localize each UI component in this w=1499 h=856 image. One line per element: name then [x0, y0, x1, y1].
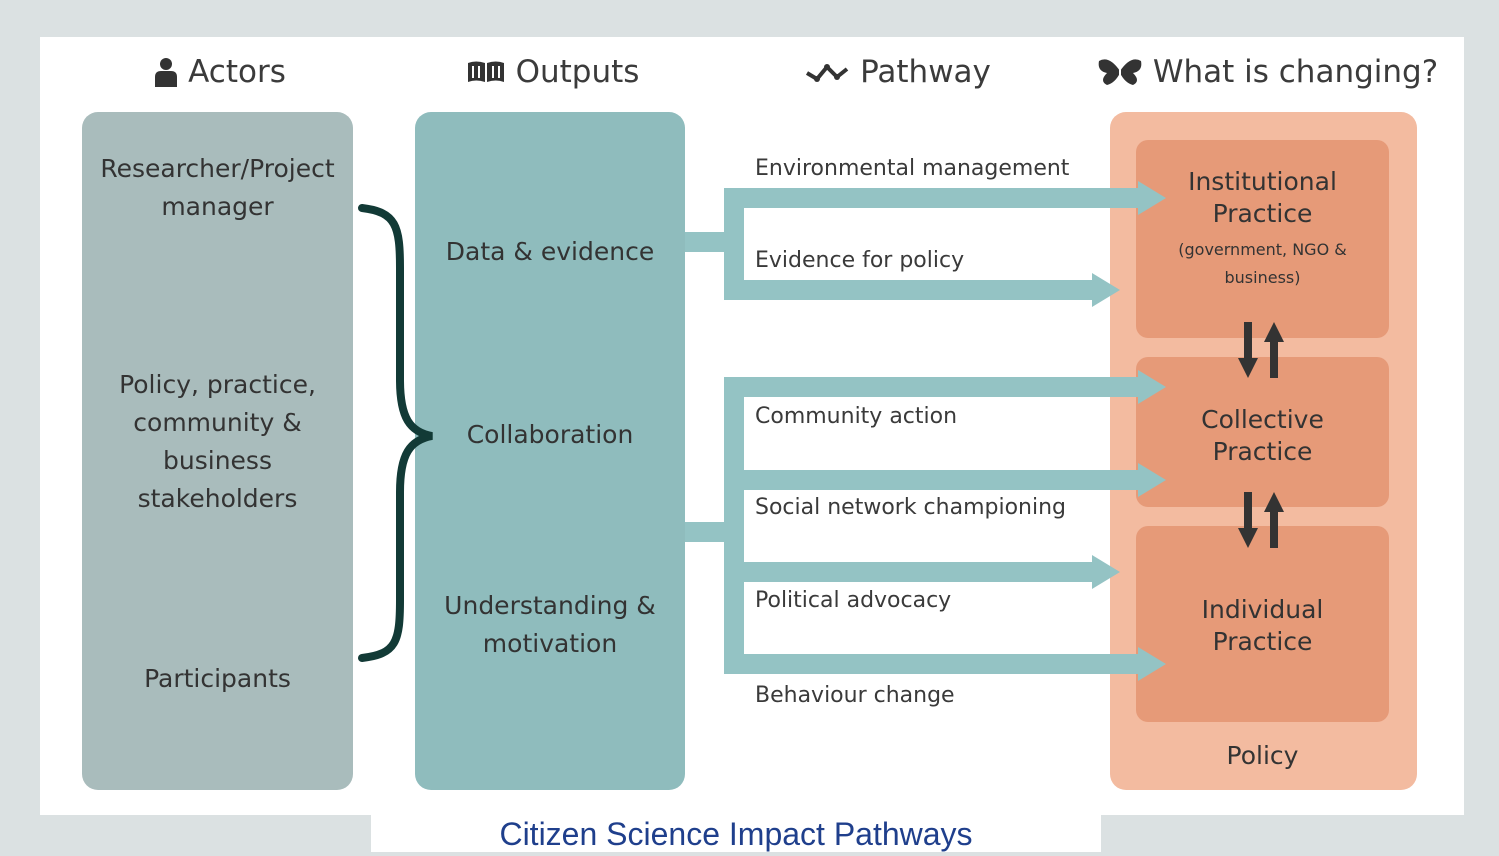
butterfly-icon [1097, 57, 1143, 87]
arrowhead-behaviour [1138, 647, 1166, 681]
shaft-political [724, 562, 1096, 582]
pathway-behaviour: Behaviour change [755, 683, 955, 708]
actor-participants: Participants [144, 664, 291, 693]
individual-practice-title: Individual Practice [1201, 595, 1324, 656]
actors-brace [358, 204, 433, 662]
arrowhead-environmental [1138, 181, 1166, 215]
outputs-box [415, 112, 685, 790]
arrowhead-social [1138, 463, 1166, 497]
arrowhead-evidence [1092, 273, 1120, 307]
connector-data [685, 232, 729, 252]
actor-stakeholders: Policy, practice, community & business s… [119, 370, 316, 513]
pathway-political: Political advocacy [755, 588, 952, 613]
shaft-behaviour [724, 654, 1144, 674]
output-understanding-motivation: Understanding & motivation [444, 591, 656, 658]
exchange-arrows-lower [1238, 492, 1284, 548]
institutional-practice-box [1136, 140, 1389, 338]
institutional-practice-title: Institutional Practice [1188, 167, 1337, 228]
institutional-practice-subtitle: (government, NGO & business) [1178, 240, 1347, 287]
actor-researcher: Researcher/Project manager [100, 154, 335, 221]
arrowhead-political [1092, 555, 1120, 589]
output-collaboration: Collaboration [466, 420, 634, 449]
pathway-community: Community action [755, 404, 958, 429]
trunk-lower [724, 377, 744, 674]
shaft-environmental [724, 188, 1144, 208]
pathway-evidence: Evidence for policy [755, 248, 965, 273]
shaft-social [724, 470, 1144, 490]
arrowhead-community [1138, 370, 1166, 404]
collective-practice-box [1136, 357, 1389, 507]
policy-label: Policy [1226, 741, 1299, 770]
header-actors-label: Actors [188, 54, 286, 90]
exchange-arrows-upper [1238, 322, 1284, 378]
header-outputs: Outputs [455, 50, 650, 94]
open-book-icon [466, 60, 506, 84]
pathway-social: Social network championing [755, 495, 1067, 520]
collective-practice-title: Collective Practice [1201, 405, 1324, 466]
header-actors: Actors [140, 50, 300, 94]
header-pathway-label: Pathway [860, 54, 991, 90]
output-data-evidence: Data & evidence [445, 237, 655, 266]
header-changing-label: What is changing? [1152, 54, 1439, 90]
shaft-community [724, 377, 1144, 397]
header-outputs-label: Outputs [515, 54, 640, 90]
caption: Citizen Science Impact Pathways [371, 812, 1101, 852]
header-pathway: Pathway [790, 50, 1005, 94]
actors-box [82, 112, 353, 790]
connector-lower [685, 522, 729, 542]
trunk-upper [724, 188, 744, 300]
pathway-environmental: Environmental management [755, 156, 1070, 181]
header-what-is-changing: What is changing? [1097, 50, 1439, 94]
zigzag-pathway-icon [804, 61, 850, 83]
individual-practice-box [1136, 526, 1389, 722]
person-icon [154, 57, 178, 87]
shaft-evidence [724, 280, 1096, 300]
